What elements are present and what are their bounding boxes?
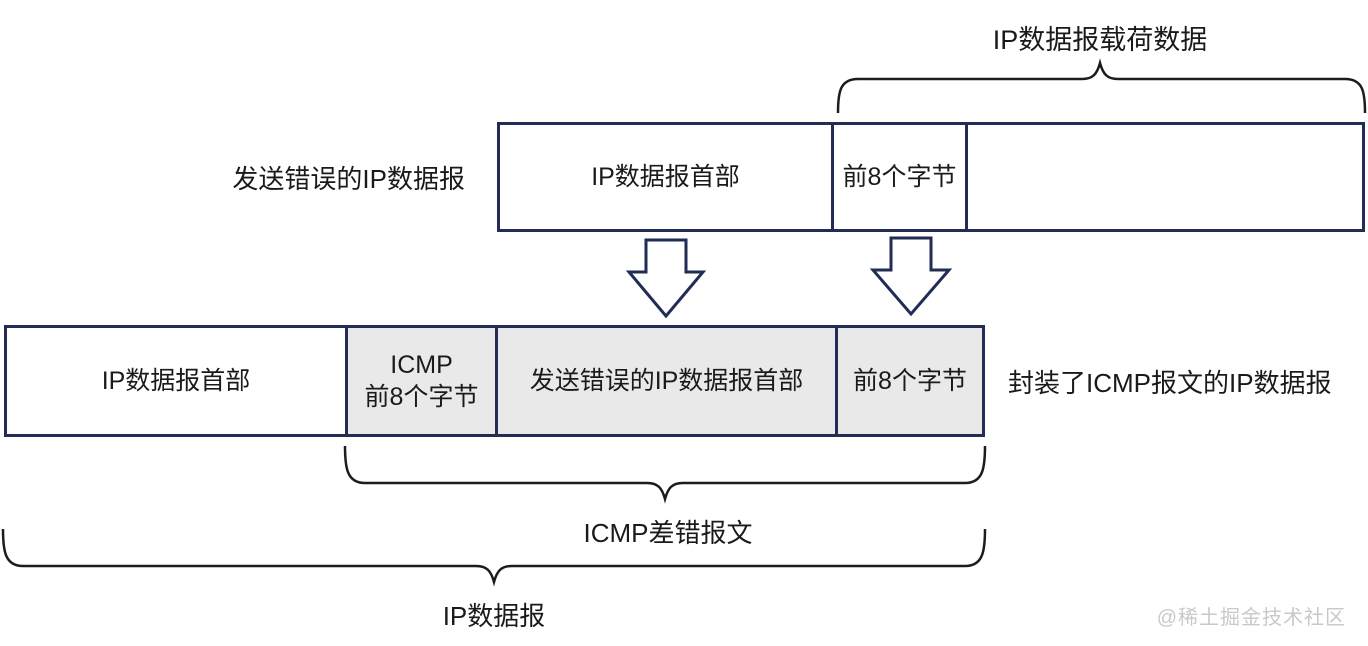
payload-data-label: IP数据报载荷数据 <box>992 25 1208 55</box>
error-ip-datagram-row: IP数据报首部 前8个字节 <box>497 122 1365 232</box>
cell-icmp-first-8-bytes: ICMP 前8个字节 <box>345 328 495 434</box>
icmp-line: ICMP <box>390 350 453 379</box>
icmp-underbrace <box>343 445 987 504</box>
watermark: @稀土掘金技术社区 <box>1156 607 1346 629</box>
encapsulated-icmp-label: 封装了ICMP报文的IP数据报 <box>1008 367 1332 398</box>
first-8-bytes-line: 前8个字节 <box>364 383 479 411</box>
payload-overbrace <box>836 58 1367 114</box>
ip-datagram-label: IP数据报 <box>442 601 546 631</box>
cell-rest-of-payload <box>965 125 1362 229</box>
cell-first-8-bytes: 前8个字节 <box>835 328 982 434</box>
cell-icmp-first-8-bytes-text: ICMP 前8个字节 <box>365 349 479 414</box>
icmp-ip-datagram-row: IP数据报首部 ICMP 前8个字节 发送错误的IP数据报首部 前8个字节 <box>4 325 985 437</box>
down-arrow-right-icon <box>869 236 953 317</box>
cell-first-8-bytes: 前8个字节 <box>831 125 965 229</box>
cell-ip-header: IP数据报首部 <box>101 366 251 395</box>
icmp-error-message-label: ICMP差错报文 <box>583 518 753 548</box>
cell-error-ip-header: 发送错误的IP数据报首部 <box>495 328 835 434</box>
down-arrow-left-icon <box>625 238 707 319</box>
error-ip-datagram-label: 发送错误的IP数据报 <box>232 163 465 194</box>
cell-ip-header: IP数据报首部 <box>591 162 740 191</box>
